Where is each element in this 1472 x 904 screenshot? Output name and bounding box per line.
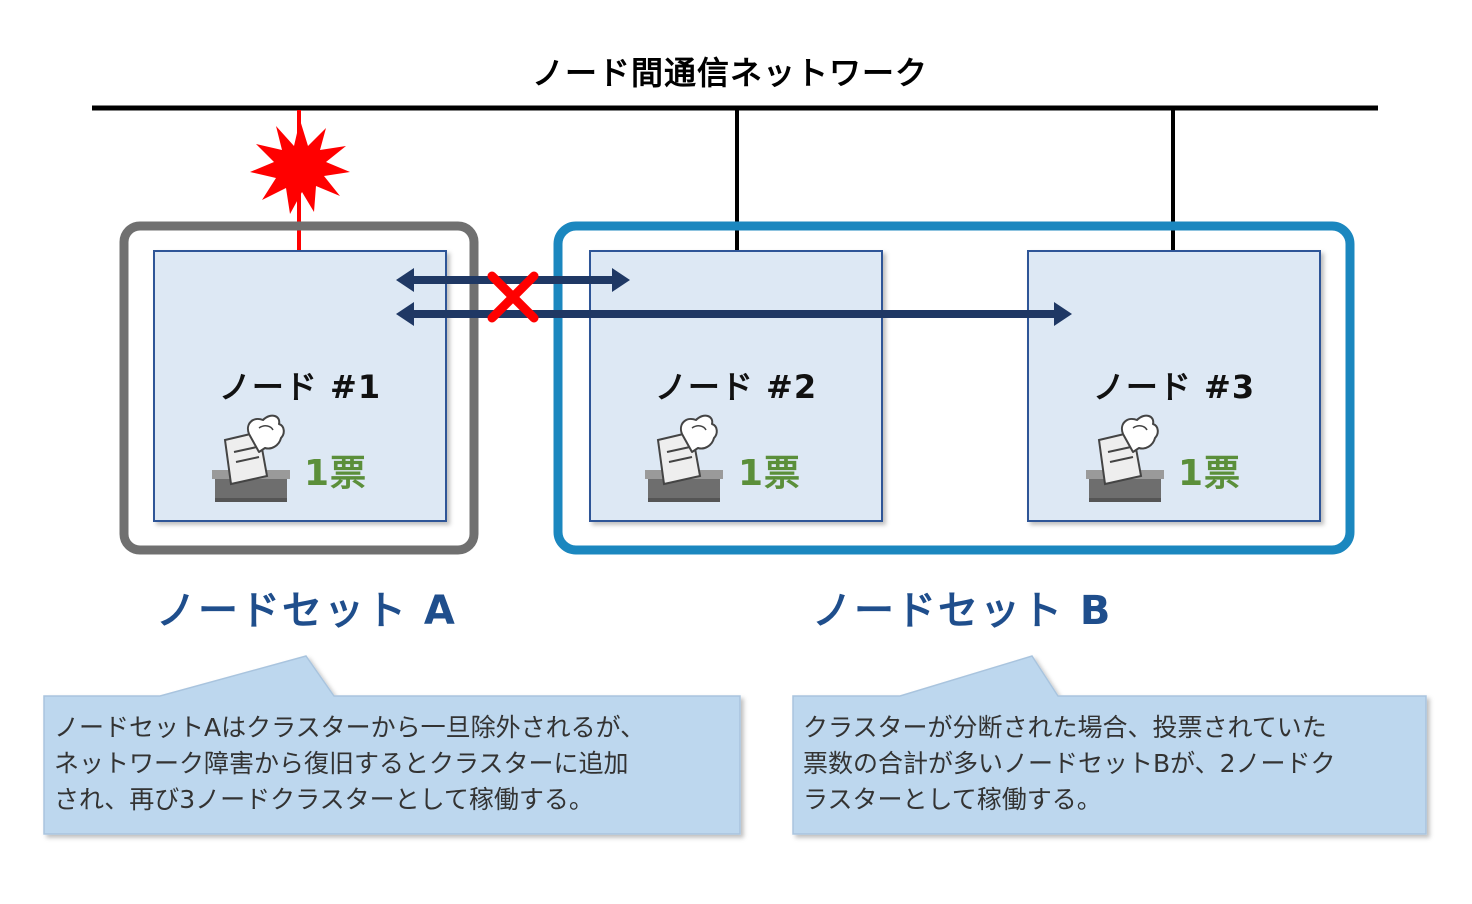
arrow-node1-node3 xyxy=(396,302,1072,326)
arrow-node1-node2 xyxy=(396,268,630,292)
node-1-label: ノード #1 xyxy=(218,368,382,406)
node-1-box xyxy=(153,250,447,522)
node-2-label: ノード #2 xyxy=(654,368,818,406)
callout-a-line: ノードセットAはクラスターから一旦除外されるが、 xyxy=(54,713,646,742)
node-set-b-label: ノードセット B xyxy=(812,588,1113,634)
node-set-a-border xyxy=(119,221,479,555)
callout-b-line: 票数の合計が多いノードセットBが、2ノードク xyxy=(803,749,1336,778)
node-3-box xyxy=(1027,250,1321,522)
callout-a-line: され、再び3ノードクラスターとして稼働する。 xyxy=(54,785,594,814)
callout-a-text: ノードセットAはクラスターから一旦除外されるが、 ネットワーク障害から復旧すると… xyxy=(54,710,645,818)
callout-b-line: クラスターが分断された場合、投票されていた xyxy=(803,713,1327,742)
callout-a-shape xyxy=(43,655,741,835)
callout-b-line: ラスターとして稼働する。 xyxy=(803,785,1102,814)
callout-b-text: クラスターが分断された場合、投票されていた 票数の合計が多いノードセットBが、2… xyxy=(803,710,1336,818)
cross-mark-icon xyxy=(487,271,539,323)
node-2-box xyxy=(589,250,883,522)
callout-b-shape xyxy=(792,655,1427,835)
node-1-votes: 1票 xyxy=(304,453,368,494)
node-3-votes: 1票 xyxy=(1178,453,1242,494)
node-2-votes: 1票 xyxy=(738,453,802,494)
node-3-label: ノード #3 xyxy=(1092,368,1256,406)
explosion-icon xyxy=(250,120,350,214)
network-title: ノード間通信ネットワーク xyxy=(531,54,928,92)
node-set-a-label: ノードセット A xyxy=(156,588,457,634)
callout-a-line: ネットワーク障害から復旧するとクラスターに追加 xyxy=(54,749,629,778)
node-set-b-border xyxy=(553,221,1355,555)
